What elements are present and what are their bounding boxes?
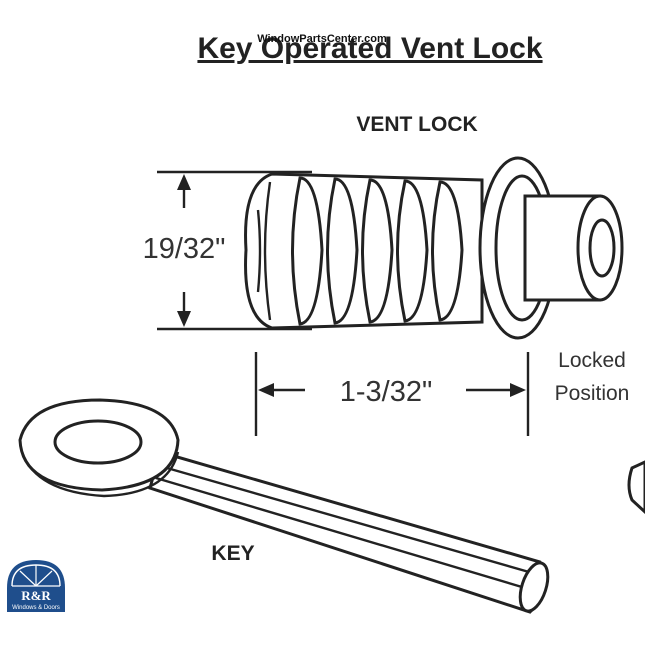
logo-text: R&R xyxy=(21,588,51,603)
partial-part-edge xyxy=(627,460,645,515)
vent-lock-label: VENT LOCK xyxy=(356,113,477,136)
length-dimension xyxy=(254,352,530,436)
locked-position-line1: Locked xyxy=(558,349,626,372)
height-dimension xyxy=(157,170,312,331)
vent-lock-body xyxy=(244,156,624,340)
length-dimension-label: 1-3/32" xyxy=(340,376,433,408)
key-illustration xyxy=(18,398,550,614)
key-label: KEY xyxy=(211,542,254,565)
height-dimension-label: 19/32" xyxy=(143,233,226,265)
locked-position-line2: Position xyxy=(555,382,630,405)
logo-subtext: Windows & Doors xyxy=(12,605,60,611)
diagram-title: Key Operated Vent Lock xyxy=(197,32,542,65)
watermark: WindowPartsCenter.com xyxy=(257,33,387,45)
rr-logo: R&R Windows & Doors xyxy=(7,560,65,612)
